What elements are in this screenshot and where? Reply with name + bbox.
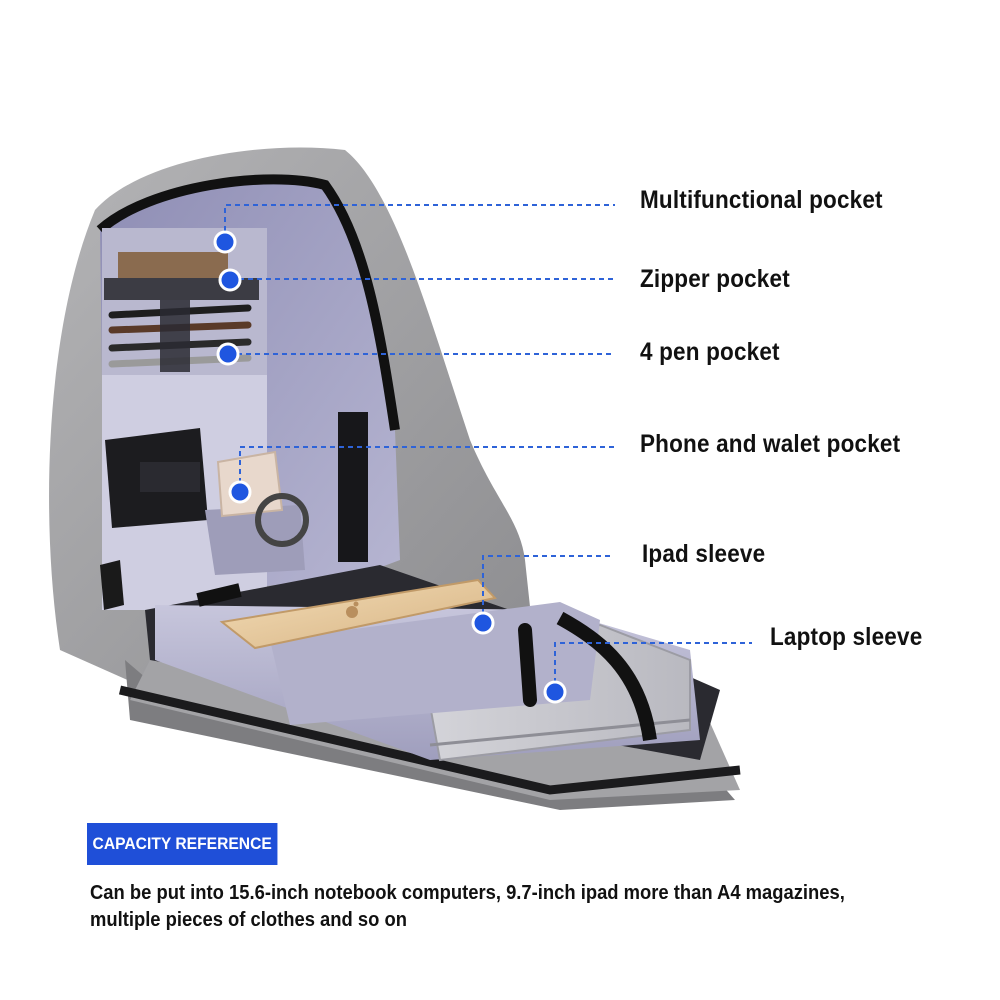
leader-ipad (482, 555, 612, 623)
leader-lines (224, 204, 752, 692)
marker-dots (213, 230, 567, 704)
marker-dot-ipad (471, 611, 495, 635)
callout-multifunctional-pocket: Multifunctional pocket (640, 186, 883, 214)
usb-port (100, 560, 124, 610)
callout-laptop-sleeve: Laptop sleeve (770, 623, 923, 651)
pen-holder-band (160, 300, 190, 372)
ipad-sleeve (270, 602, 600, 725)
capacity-description: Can be put into 15.6-inch notebook compu… (90, 880, 918, 934)
apple-logo-icon (346, 601, 359, 618)
phone-pocket (205, 505, 305, 575)
zipper-edge (118, 685, 741, 795)
sunglasses (255, 493, 309, 547)
phone (216, 450, 284, 518)
divider-strip (338, 412, 368, 562)
leader-phone (239, 446, 615, 492)
capacity-description-line-2: multiple pieces of clothes and so on (90, 909, 407, 931)
handle-strap-right (556, 611, 657, 742)
callout-phone-wallet-pocket: Phone and walet pocket (640, 430, 901, 458)
ipad (219, 578, 497, 650)
marker-dot-phone (228, 480, 252, 504)
marker-dot-zipper (218, 268, 242, 292)
handle-strap-top (196, 583, 242, 607)
notebook-label (140, 462, 200, 492)
callout-ipad-sleeve: Ipad sleeve (642, 540, 766, 568)
marker-dot-laptop (543, 680, 567, 704)
marker-dot-multifunctional (213, 230, 237, 254)
notebook-top (118, 252, 228, 278)
leader-laptop (554, 642, 752, 692)
capacity-reference-badge: CAPACITY REFERENCE (87, 823, 278, 865)
lining-zip-border (96, 174, 400, 431)
leader-multifunctional (224, 204, 615, 240)
callout-pen-pocket: 4 pen pocket (640, 338, 780, 366)
capacity-description-line-1: Can be put into 15.6-inch notebook compu… (90, 882, 845, 904)
marker-dot-pen (216, 342, 240, 366)
handle-strap-left (518, 623, 537, 707)
callout-zipper-pocket: Zipper pocket (640, 265, 790, 293)
